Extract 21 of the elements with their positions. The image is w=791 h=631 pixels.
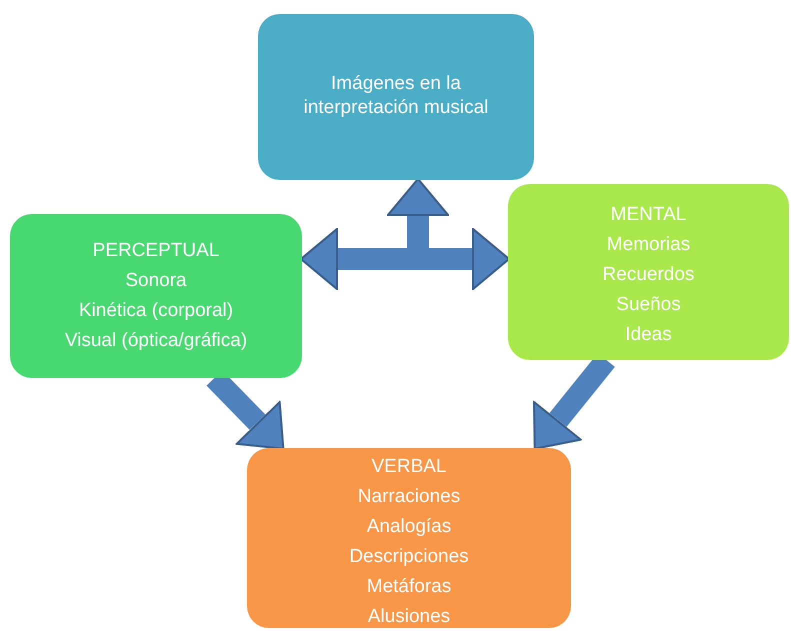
box-text: Ideas	[625, 323, 672, 347]
box-text: Memorias	[606, 233, 690, 257]
box-text: Kinética (corporal)	[78, 299, 234, 323]
box-text: Alusiones	[368, 605, 450, 629]
box-text: Imágenes en la interpretación musical	[302, 72, 490, 120]
box-text: PERCEPTUAL	[92, 239, 220, 263]
block-arrow	[387, 178, 510, 290]
rounded-box	[10, 214, 302, 378]
box-text: MENTAL	[610, 203, 686, 227]
box-text: VERBAL	[372, 455, 446, 479]
box-text: Descripciones	[349, 545, 469, 569]
rounded-box	[247, 448, 571, 628]
box-text: Sonora	[125, 269, 187, 293]
box-text: Recuerdos	[602, 263, 694, 287]
box-text: Metáforas	[366, 575, 452, 599]
rounded-box	[258, 14, 534, 180]
box-text: Sueños	[616, 293, 681, 317]
rounded-box	[508, 184, 789, 360]
box-text: Narraciones	[358, 485, 460, 509]
box-text: Analogías	[366, 515, 452, 539]
box-text: Visual (óptica/gráfica)	[64, 329, 248, 353]
